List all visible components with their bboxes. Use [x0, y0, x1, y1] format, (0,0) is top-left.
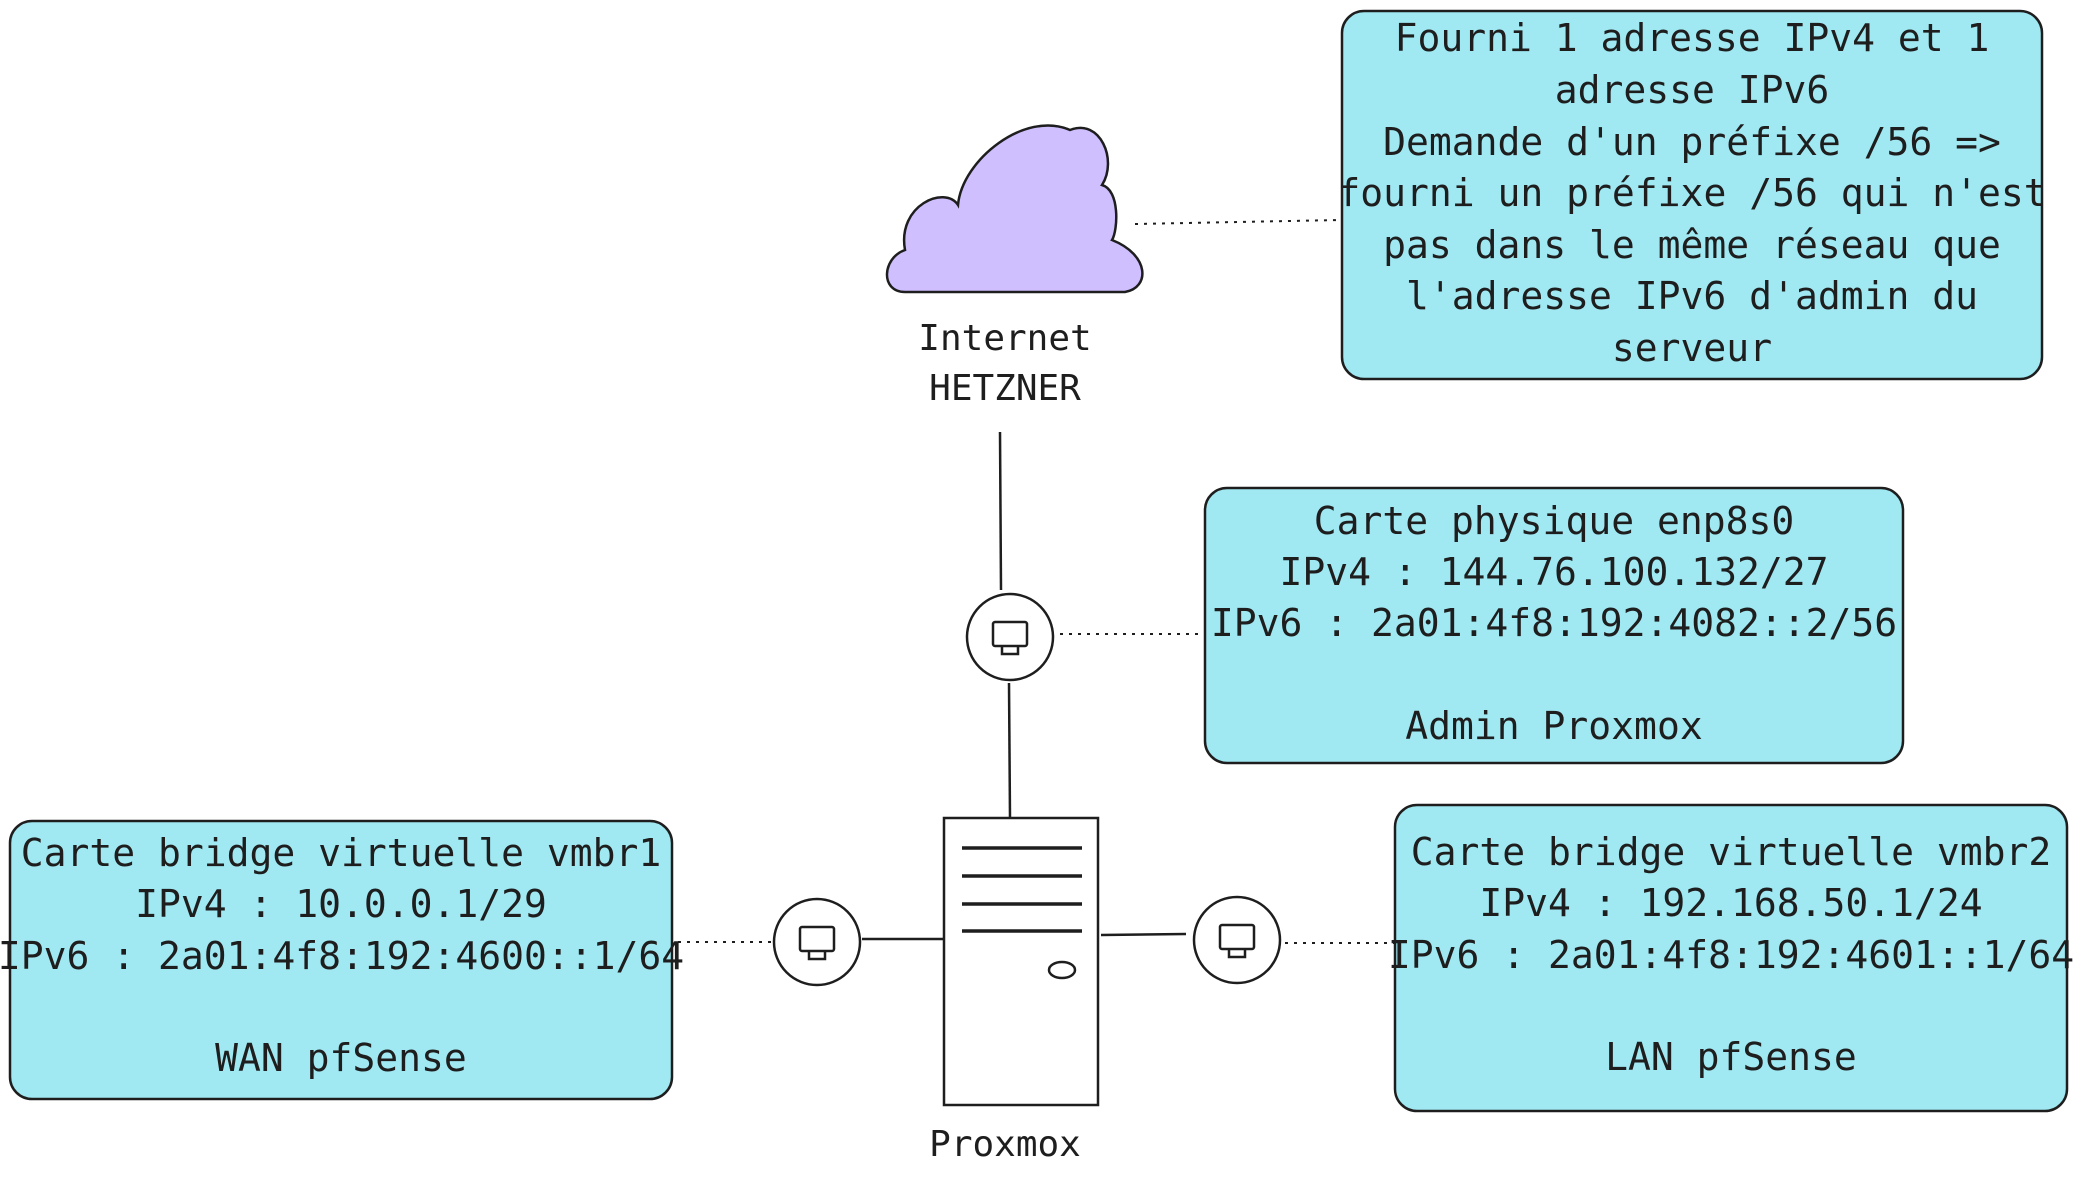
note-line: IPv4 : 192.168.50.1/24: [1479, 881, 1982, 925]
note-line: IPv6 : 2a01:4f8:192:4600::1/64: [0, 934, 684, 978]
note-line: Demande d'un préfixe /56 =>: [1383, 120, 2001, 164]
link-physical-nic-to-server: [1007, 682, 1012, 819]
note-line: LAN pfSense: [1605, 1035, 1857, 1079]
note-line: Fourni 1 adresse IPv4 et 1: [1395, 16, 1990, 60]
dotted-cloud-to-note: [1134, 219, 1341, 225]
network-port-icon: [1218, 923, 1256, 959]
note-line: IPv6 : 2a01:4f8:192:4082::2/56: [1211, 601, 1897, 645]
link-cloud-to-physical-nic: [998, 431, 1003, 591]
note-line: fourni un préfixe /56 qui n'est: [1337, 171, 2046, 215]
cloud-label-line2: HETZNER: [929, 368, 1081, 409]
network-port-icon: [798, 925, 836, 961]
nic-circle: [1192, 895, 1282, 985]
note-lan-bridge: Carte bridge virtuelle vmbr2 IPv4 : 192.…: [1388, 803, 2074, 1113]
note-line: Carte physique enp8s0: [1314, 499, 1794, 543]
note-line: IPv6 : 2a01:4f8:192:4601::1/64: [1388, 933, 2074, 977]
server-tower-icon: [942, 816, 1100, 1107]
nic-circle: [965, 592, 1055, 682]
note-box: [8, 819, 674, 1101]
note-line: IPv4 : 10.0.0.1/29: [135, 882, 547, 926]
proxmox-server: Proxmox: [929, 816, 1100, 1165]
nic-circle: [772, 897, 862, 987]
internet-cloud: Internet HETZNER: [885, 124, 1144, 409]
link-server-to-lan-nic: [1100, 932, 1187, 937]
nic-wan: [772, 897, 862, 987]
nic-physical: [965, 592, 1055, 682]
note-line: Carte bridge virtuelle vmbr2: [1411, 830, 2052, 874]
note-line: Admin Proxmox: [1405, 704, 1702, 748]
note-line: pas dans le même réseau que: [1383, 223, 2001, 267]
note-physical-nic: Carte physique enp8s0 IPv4 : 144.76.100.…: [1203, 486, 1905, 765]
note-box: [1203, 486, 1905, 765]
connections: [678, 219, 1395, 944]
note-line: WAN pfSense: [215, 1036, 467, 1080]
note-line: IPv4 : 144.76.100.132/27: [1279, 550, 1828, 594]
note-box: [1340, 9, 2044, 381]
nic-lan: [1192, 895, 1282, 985]
note-wan-bridge: Carte bridge virtuelle vmbr1 IPv4 : 10.0…: [0, 819, 684, 1101]
cloud-label-line1: Internet: [918, 318, 1091, 359]
network-port-icon: [991, 620, 1029, 656]
server-label: Proxmox: [929, 1124, 1081, 1165]
note-line: l'adresse IPv6 d'admin du: [1406, 274, 1978, 318]
note-line: Carte bridge virtuelle vmbr1: [21, 831, 662, 875]
note-line: adresse IPv6: [1555, 68, 1830, 112]
note-box: [1393, 803, 2069, 1113]
note-line: serveur: [1612, 326, 1772, 370]
cloud-icon: [885, 124, 1144, 294]
note-hetzner-addressing: Fourni 1 adresse IPv4 et 1 adresse IPv6 …: [1337, 9, 2047, 381]
